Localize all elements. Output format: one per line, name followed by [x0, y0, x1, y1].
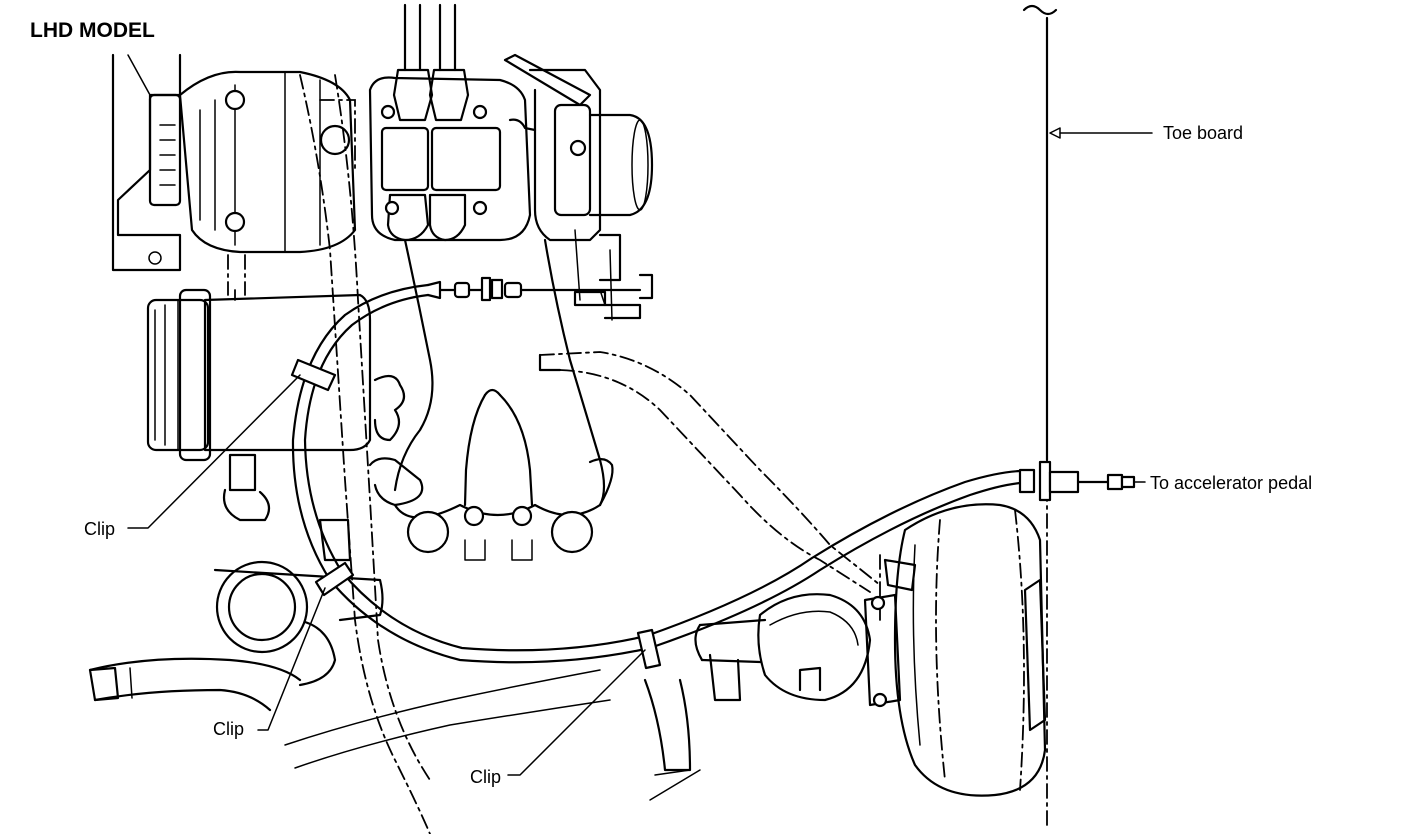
toe-board-arrowhead: [1049, 127, 1061, 139]
intake-runners: [368, 238, 614, 561]
accelerator-cable: [291, 276, 1136, 664]
clip-bottom-leader: [507, 649, 646, 776]
brake-booster: [694, 503, 1047, 797]
toe-board-break-mark: [1022, 4, 1058, 16]
ac-compressor: [146, 288, 372, 522]
throttle-body: [503, 53, 654, 321]
intake-manifold-top: [368, 3, 532, 242]
clip-bottom-label: Clip: [470, 767, 502, 787]
accelerator-pedal-label: To accelerator pedal: [1150, 473, 1313, 493]
clip-middle-label: Clip: [213, 719, 245, 739]
clip-bottom-mark: [636, 628, 662, 670]
vacuum-hose-lower: [643, 678, 701, 801]
leader-lines: [127, 127, 1153, 776]
clip-left-label: Clip: [84, 519, 116, 539]
alternator-assembly: [111, 53, 357, 296]
hidden-hoses: [299, 74, 881, 834]
toe-board-label: Toe board: [1163, 123, 1244, 143]
clip-middle-leader: [257, 587, 326, 731]
clip-left-mark: [290, 358, 337, 392]
lower-left-pipes: [88, 518, 611, 769]
diagram-title: LHD MODEL: [30, 19, 155, 42]
clip-left-leader: [127, 374, 301, 529]
clip-middle-mark: [314, 561, 355, 597]
toe-board: [1022, 4, 1058, 831]
